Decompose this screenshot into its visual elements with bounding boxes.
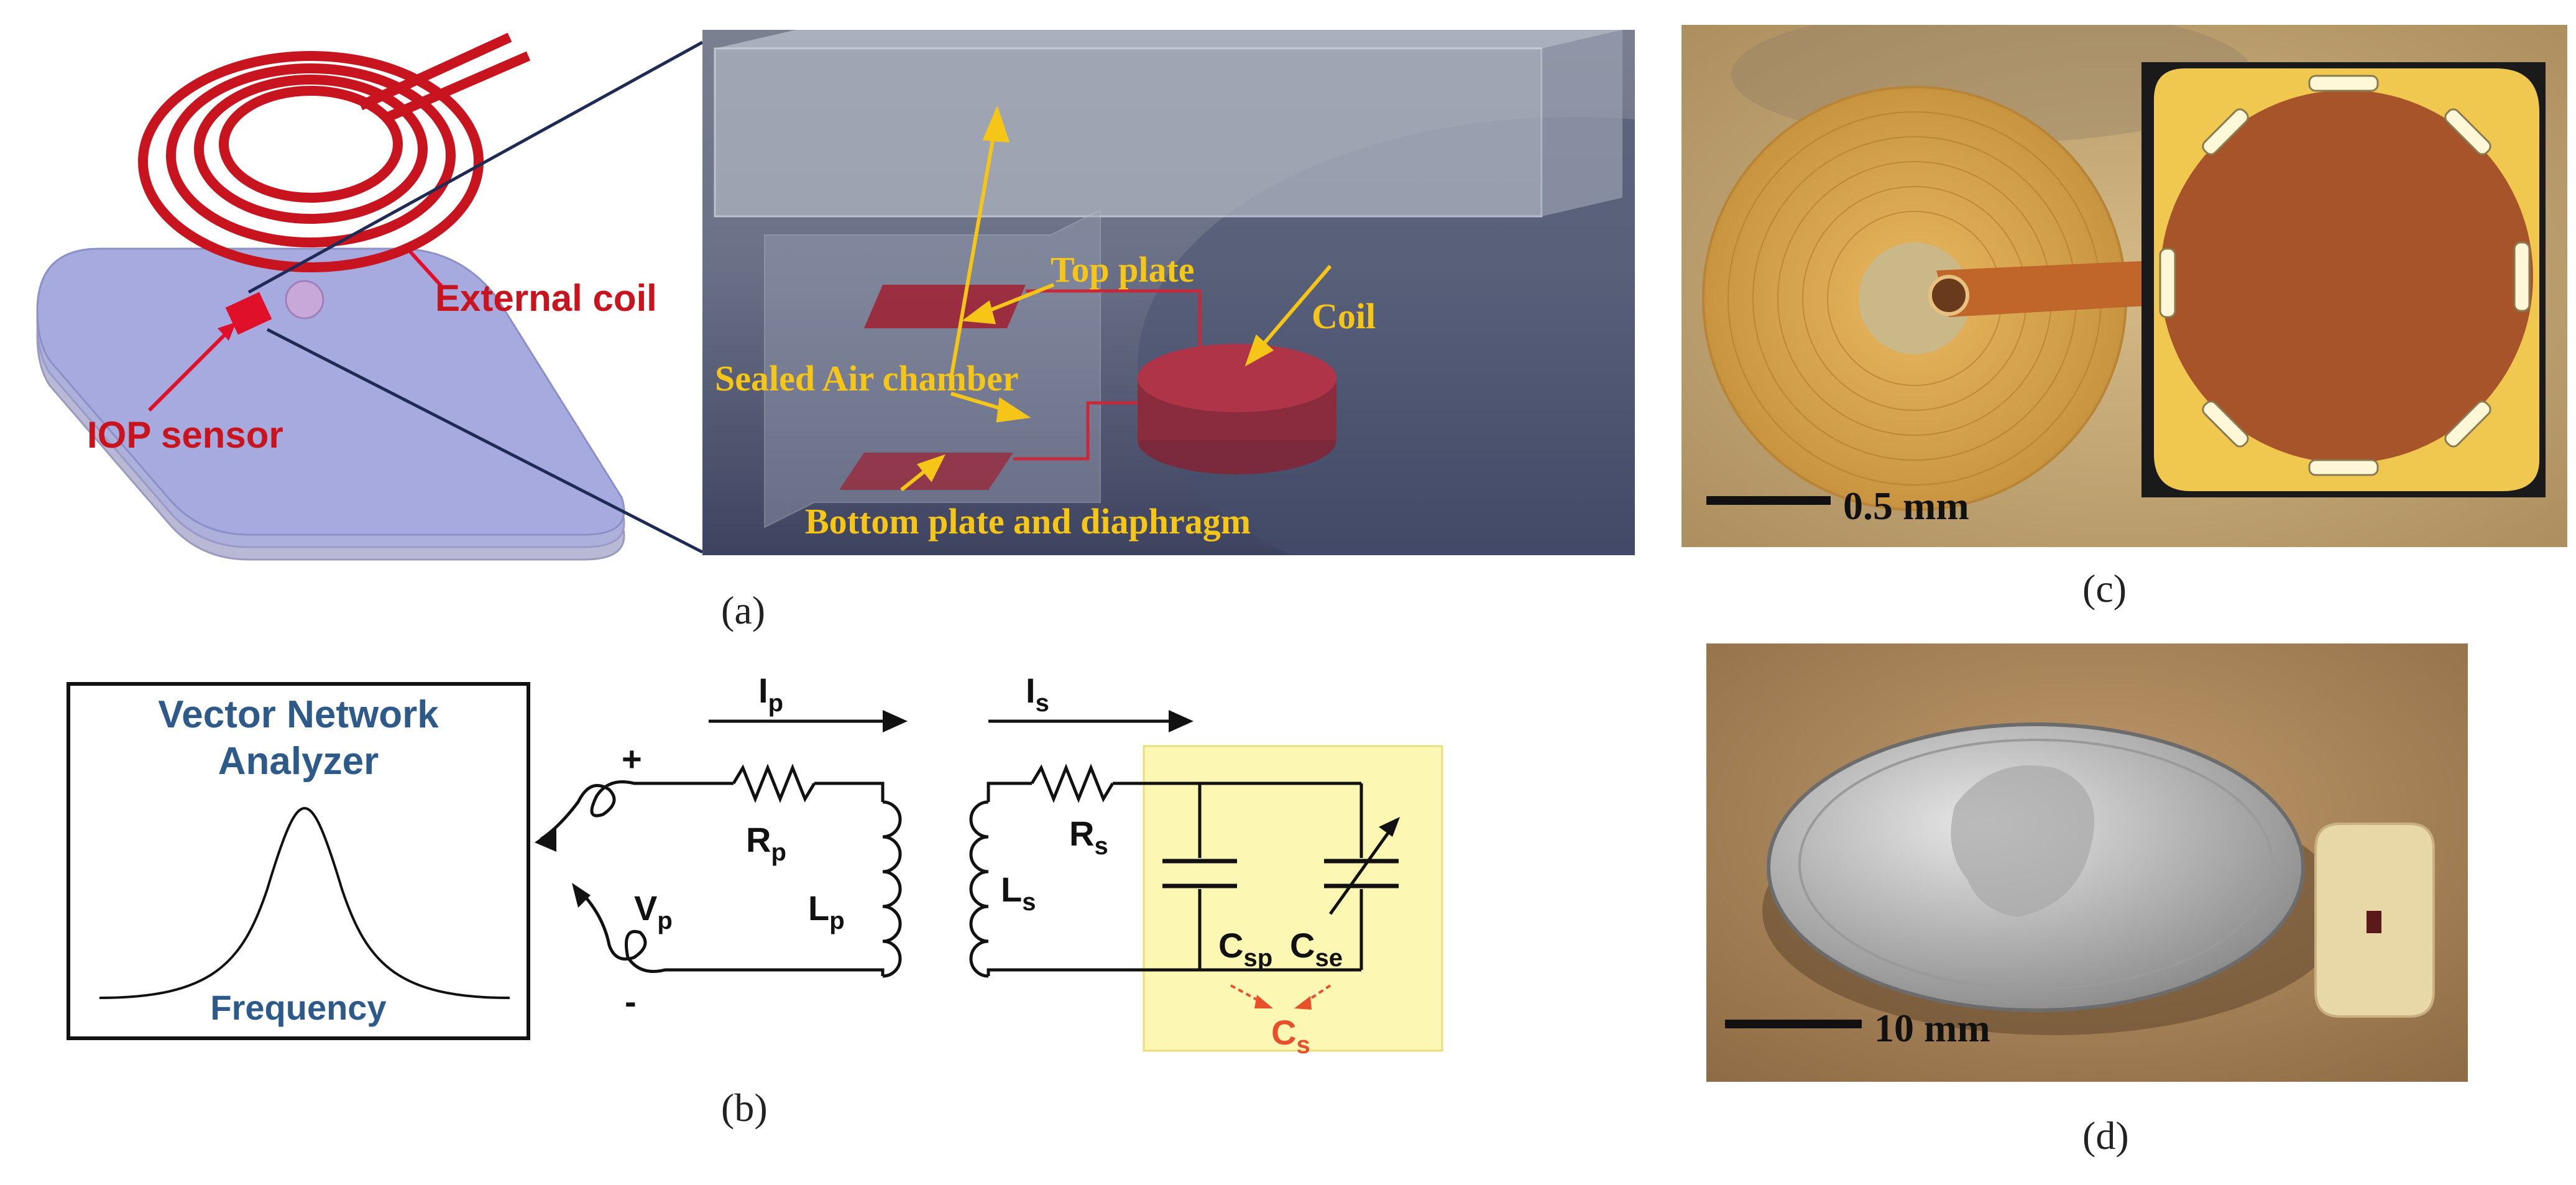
inductor-lp-label: Lp — [808, 888, 845, 934]
iop-sensor-arrow — [147, 328, 232, 412]
glass-box-front — [714, 47, 1543, 218]
capacitor-csp-label: Csp — [1218, 926, 1272, 972]
minus-sign: - — [625, 982, 637, 1021]
lens-illustration-svg: External coil IOP sensor — [36, 32, 657, 561]
vna-frequency-label: Frequency — [210, 988, 386, 1027]
current-ip-label: Ip — [758, 671, 783, 717]
circuit-svg: Vector Network Analyzer Frequency + - Vp… — [67, 671, 1443, 1059]
capacitor-cs-label: Cs — [1271, 1013, 1310, 1059]
inductor-ls-label: Ls — [1001, 870, 1036, 916]
resistor-rp — [732, 763, 816, 803]
lens-layer-top — [36, 247, 625, 536]
render-arrows — [900, 105, 1332, 492]
scale-bar-c — [1706, 496, 1831, 505]
sensor-dot-d — [2367, 911, 2381, 933]
capacitance-highlight — [1143, 745, 1443, 1052]
iop-sensor-chip — [225, 292, 272, 335]
glass-box-side — [1542, 30, 1622, 216]
bottom-plate-label: Bottom plate and diaphragm — [805, 501, 1251, 542]
panel-a-render: Top plate Coil Sealed Air chamber Bottom… — [702, 30, 1635, 555]
caption-b: (b) — [721, 1086, 768, 1130]
voltage-vp-label: Vp — [634, 888, 673, 934]
scale-label-d: 10 mm — [1874, 1006, 1990, 1050]
caption-a: (a) — [721, 588, 766, 632]
caption-d: (d) — [2082, 1114, 2129, 1158]
inductor-lp — [882, 800, 902, 978]
scale-label-c: 0.5 mm — [1843, 484, 1969, 528]
plus-sign: + — [622, 739, 642, 778]
glass-box-top — [715, 30, 1622, 48]
zoom-lines — [247, 40, 702, 554]
vna-title-line1: Vector Network — [158, 693, 439, 736]
sensor-coil-dot — [285, 280, 324, 320]
photo-c-svg: 0.5 mm — [1681, 25, 2567, 547]
scale-bar-d — [1725, 1020, 1862, 1028]
resistor-rs-label: Rs — [1069, 814, 1108, 860]
panel-a-illustration: External coil IOP sensor — [12, 12, 702, 572]
render-svg: Top plate Coil Sealed Air chamber Bottom… — [702, 30, 1635, 555]
inductor-ls — [969, 800, 989, 978]
vna-title-line2: Analyzer — [218, 740, 379, 783]
frame-slots — [2159, 75, 2531, 476]
photo-d-svg: 10 mm — [1706, 643, 2468, 1082]
external-coil-spiral — [138, 32, 531, 272]
resonance-curve — [99, 806, 510, 999]
probe-cable-top — [540, 780, 702, 841]
coil-cylinder-top — [1138, 344, 1336, 412]
panel-b-circuit: Vector Network Analyzer Frequency + - Vp… — [62, 653, 1448, 1063]
top-plate-label: Top plate — [1051, 249, 1195, 290]
sealed-air-chamber-label: Sealed Air chamber — [715, 358, 1019, 399]
external-coil-label: External coil — [435, 277, 657, 319]
vna-box — [67, 682, 530, 1040]
coin-profile — [1951, 765, 2094, 917]
panel-d-photo: 10 mm — [1706, 643, 2468, 1082]
caption-c: (c) — [2082, 566, 2127, 611]
pressure-diaphragm — [2160, 90, 2533, 463]
resistor-rs — [1030, 763, 1115, 803]
iop-sensor-label: IOP sensor — [87, 414, 283, 456]
probe-cable-bottom — [577, 888, 702, 973]
external-coil-pointer — [408, 250, 443, 288]
coil-label: Coil — [1312, 296, 1376, 336]
via-contact — [1928, 275, 1969, 316]
capacitor-cse-label: Cse — [1290, 926, 1343, 972]
resistor-rp-label: Rp — [746, 820, 786, 866]
panel-c-photo: 0.5 mm — [1681, 25, 2567, 547]
current-is-label: Is — [1026, 671, 1049, 717]
